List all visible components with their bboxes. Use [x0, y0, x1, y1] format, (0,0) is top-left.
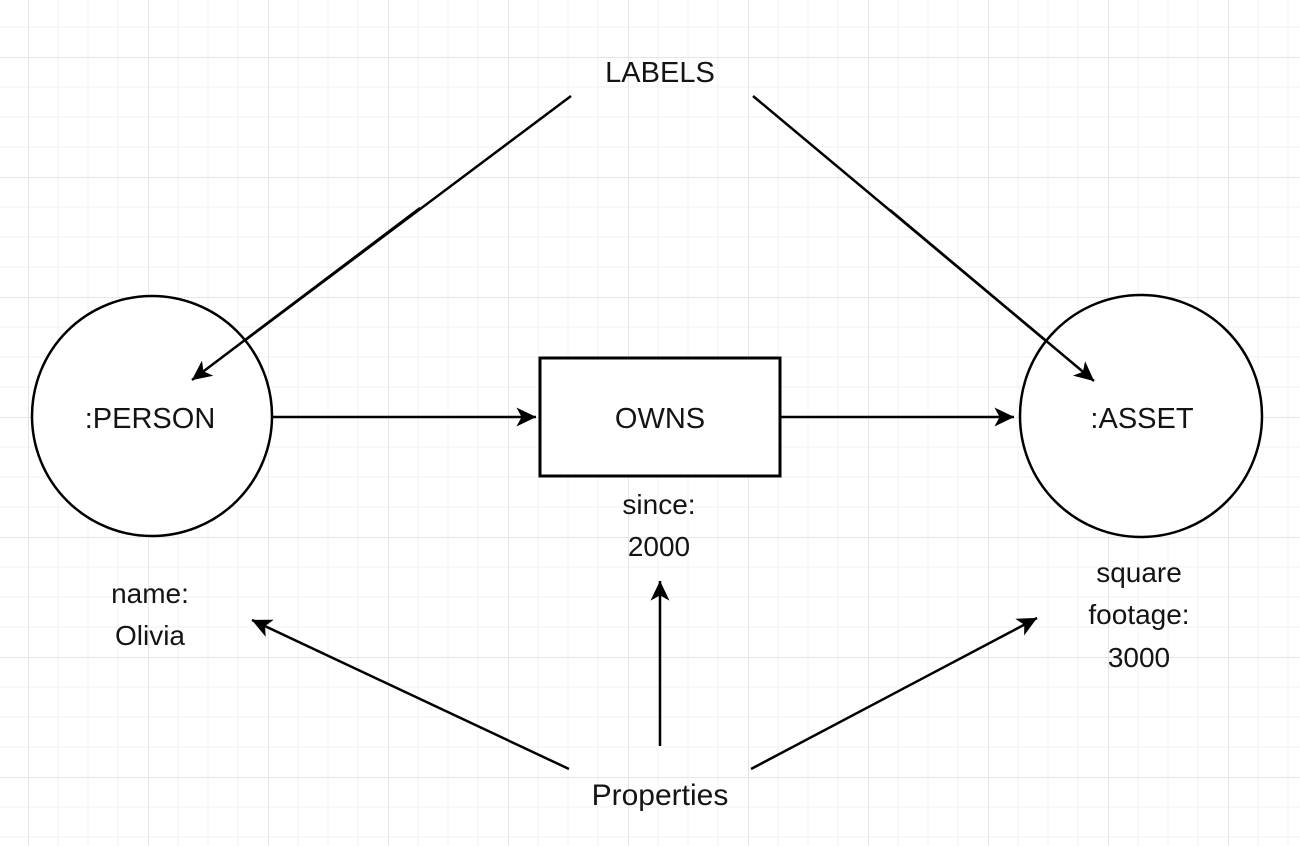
asset-node-label: :ASSET: [1090, 403, 1193, 435]
arrow-properties-to-square-footage: [750, 616, 1038, 771]
relationship-owns-box: [538, 356, 782, 478]
owns-property-line-2: 2000: [628, 531, 690, 562]
owns-property-line-1: since:: [622, 489, 695, 520]
labels-annotation: LABELS: [605, 57, 715, 89]
arrow-labels-to-person-tip: [191, 207, 421, 381]
node-person-circle: [30, 294, 274, 538]
properties-annotation: Properties: [592, 779, 729, 812]
node-asset-circle: [1018, 293, 1264, 539]
owns-relationship-label: OWNS: [615, 403, 705, 435]
person-property-line-1: name:: [111, 578, 189, 609]
asset-property-line-1: square: [1096, 557, 1182, 588]
asset-property-line-2: footage:: [1088, 599, 1189, 630]
asset-property-line-3: 3000: [1108, 642, 1170, 673]
arrow-labels-to-asset-tip: [889, 209, 1095, 382]
arrow-properties-to-name: [251, 618, 570, 771]
person-node-label: :PERSON: [85, 403, 216, 435]
person-property-line-2: Olivia: [115, 620, 185, 651]
